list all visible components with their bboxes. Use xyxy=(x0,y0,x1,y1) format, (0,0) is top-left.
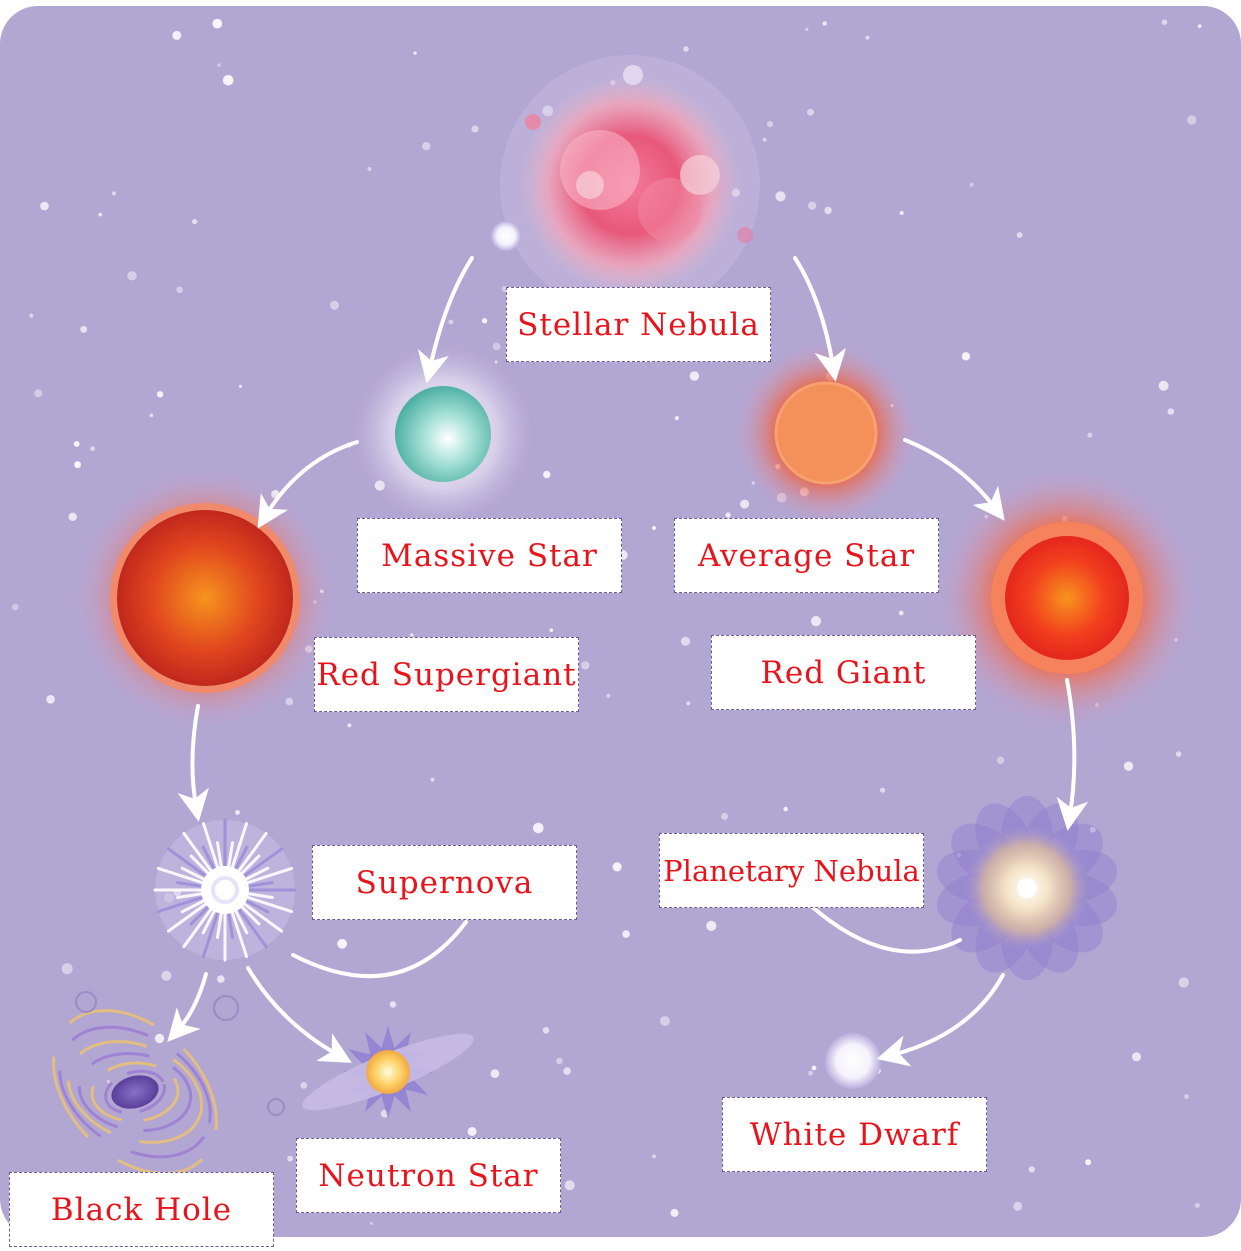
label-black-hole: Black Hole xyxy=(9,1172,274,1247)
label-red-giant: Red Giant xyxy=(711,635,976,710)
average-star-icon xyxy=(736,343,916,523)
label-massive-star: Massive Star xyxy=(357,518,622,593)
label-white-dwarf: White Dwarf xyxy=(722,1097,987,1172)
label-red-supergiant: Red Supergiant xyxy=(314,637,579,712)
label-supernova: Supernova xyxy=(312,845,577,920)
label-stellar-nebula: Stellar Nebula xyxy=(506,287,771,362)
label-neutron-star: Neutron Star xyxy=(296,1138,561,1213)
red-supergiant-icon xyxy=(75,468,335,728)
label-planetary-nebula: Planetary Nebula xyxy=(659,833,924,908)
massive-star-icon xyxy=(353,344,533,524)
label-average-star: Average Star xyxy=(674,518,939,593)
supernova-icon xyxy=(155,820,295,960)
white-dwarf-icon xyxy=(825,1033,881,1089)
